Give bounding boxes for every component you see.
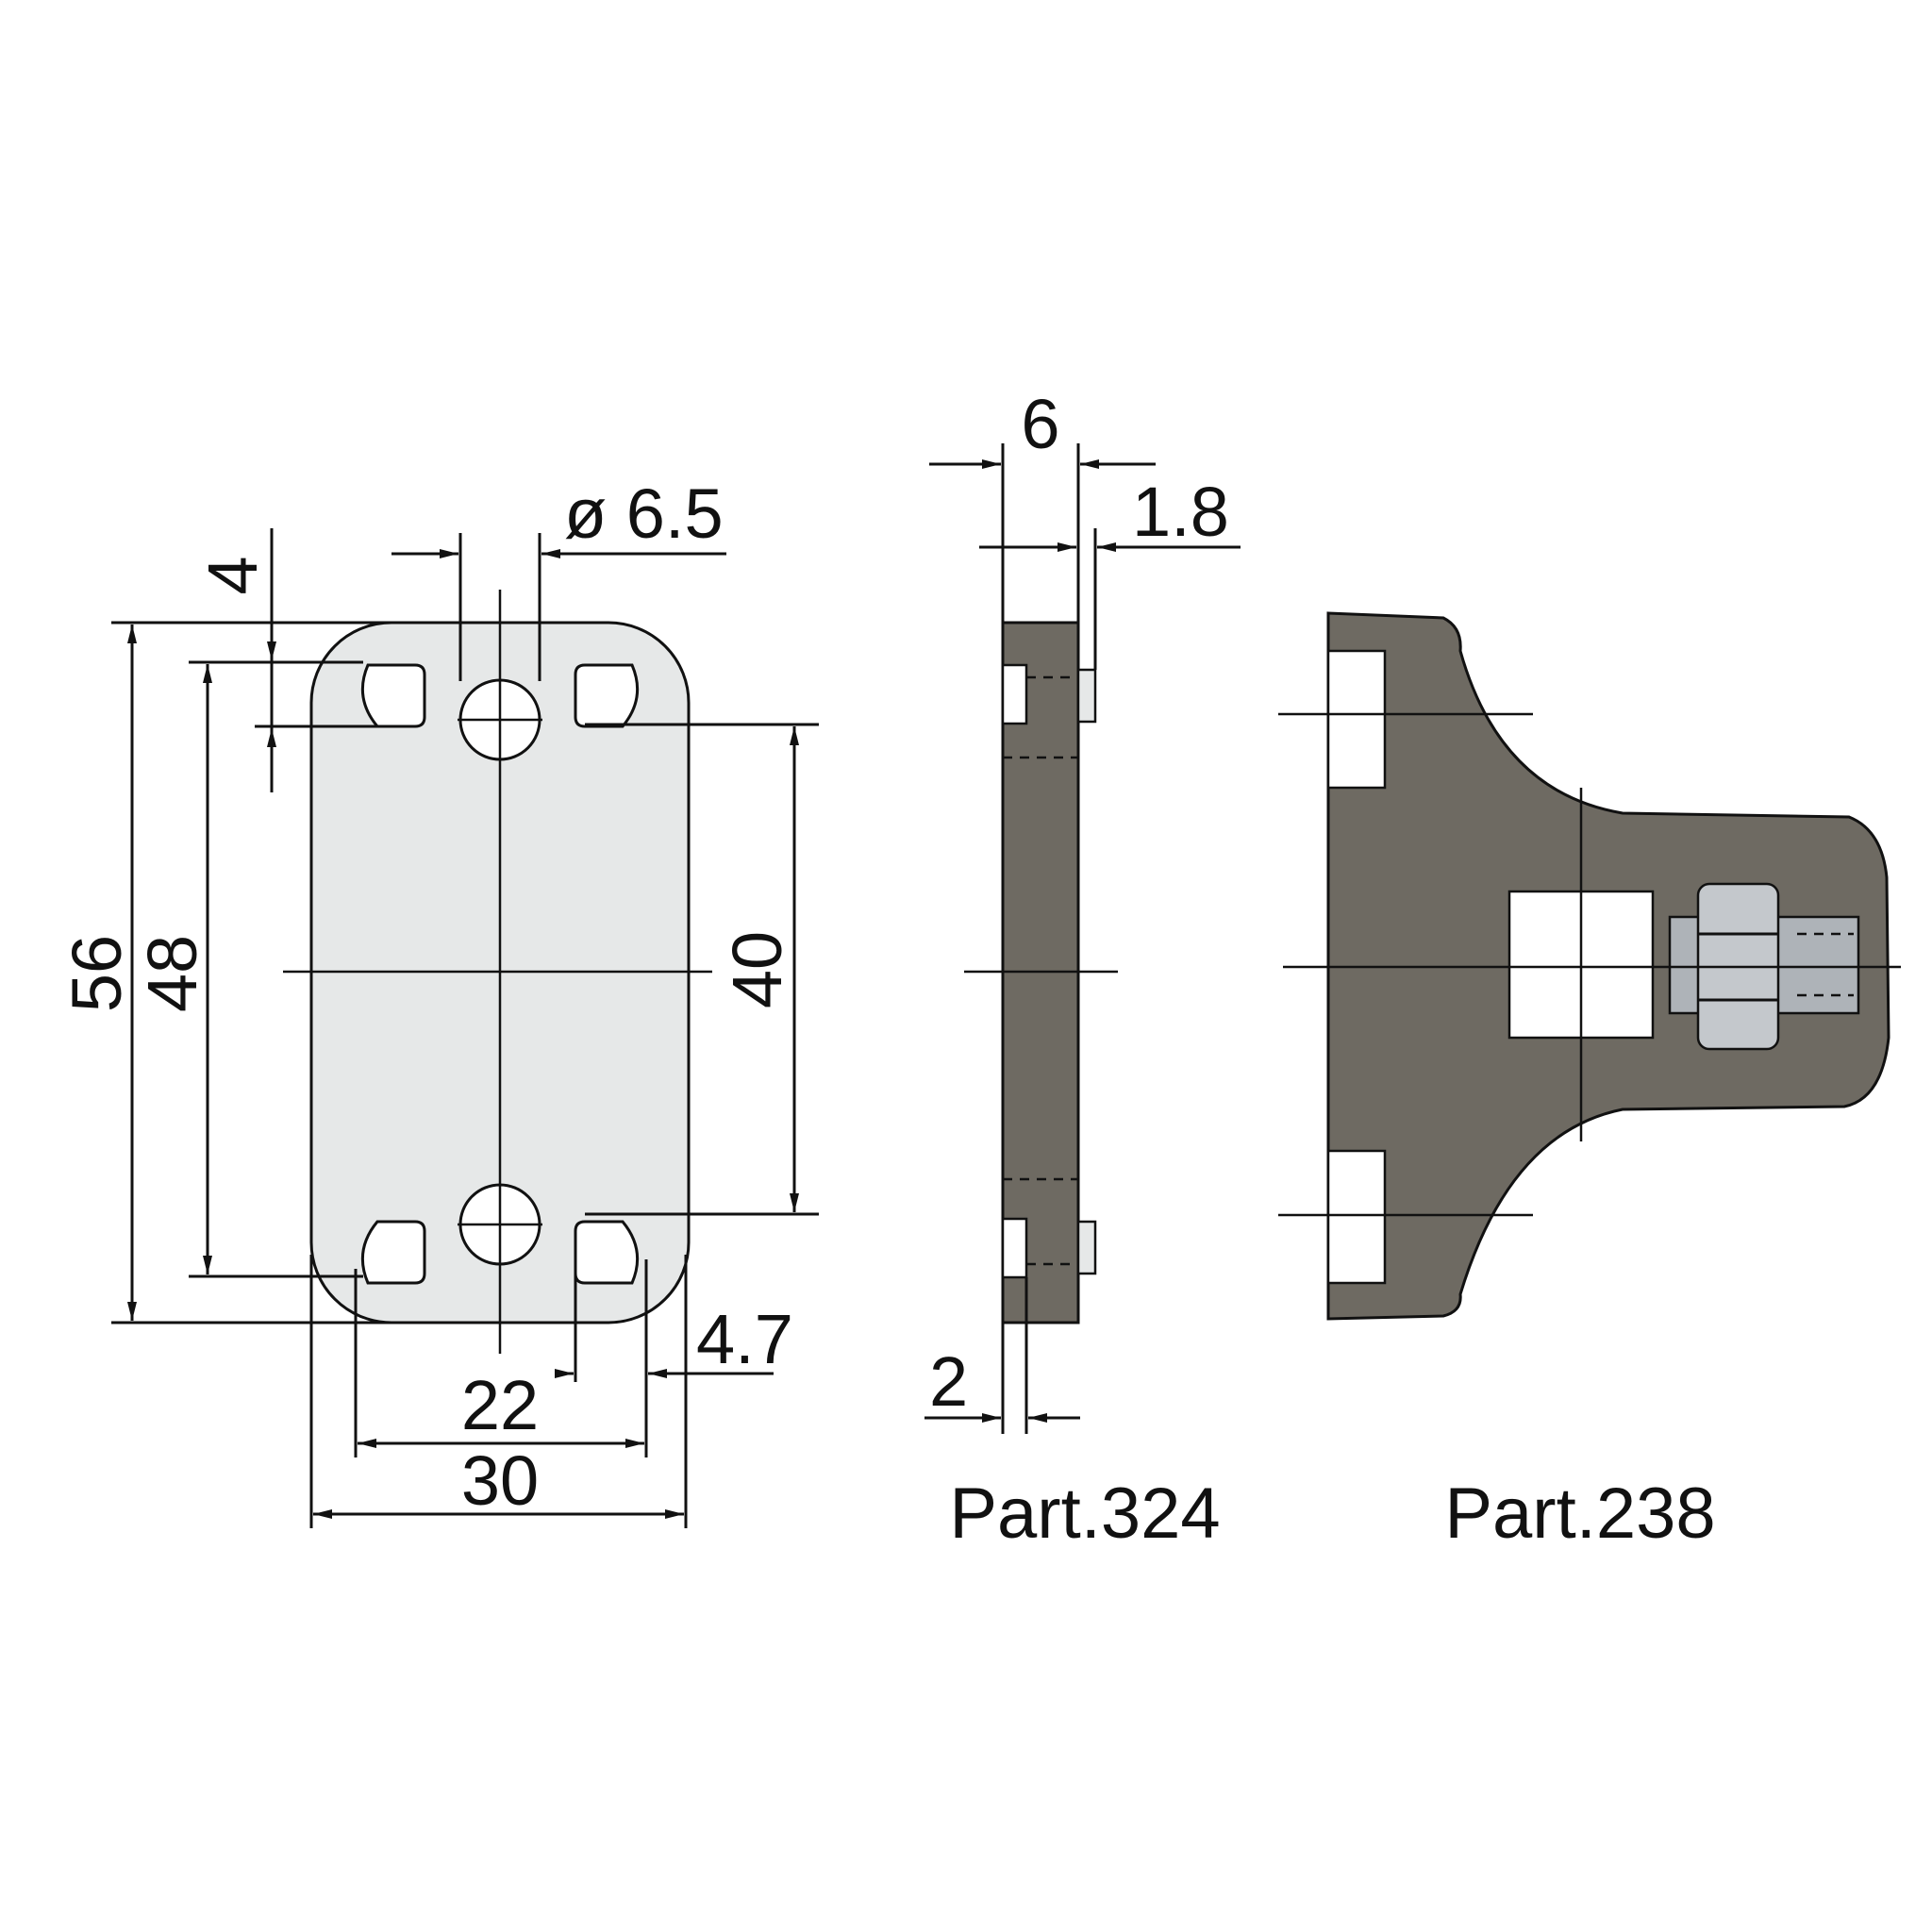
part-238-recess-bottom — [1326, 1149, 1387, 1285]
plate-dimensions: 56 48 40 4 ø 6.5 4.7 22 — [58, 475, 819, 1528]
slot-top-left — [360, 663, 426, 728]
dim-width-slots: 22 — [461, 1366, 539, 1444]
part-238-recess-top — [1326, 649, 1387, 790]
part-238-section-view: Part.238 — [1278, 611, 1901, 1554]
dim-height-slots: 48 — [133, 935, 211, 1012]
dim-thickness: 6 — [1021, 385, 1059, 463]
slot-top-right — [574, 663, 640, 728]
part-324-side-view: 6 1.8 2 Part.324 — [924, 385, 1241, 1554]
dim-boss-height: 1.8 — [1132, 473, 1229, 551]
dim-wall: 2 — [929, 1342, 968, 1421]
dim-height-holes: 40 — [718, 931, 796, 1008]
dim-width-overall: 30 — [461, 1441, 539, 1520]
dim-slot-offset: 4 — [193, 556, 272, 594]
part-324-boss-top — [1076, 668, 1097, 724]
part-324-boss-bottom — [1076, 1220, 1097, 1275]
slot-bottom-left — [360, 1220, 426, 1285]
dim-slot-width: 4.7 — [696, 1300, 793, 1378]
part-324-label: Part.324 — [949, 1474, 1220, 1554]
slot-bottom-right — [574, 1220, 640, 1285]
dim-hole-diameter: ø 6.5 — [564, 475, 724, 553]
part-324-pocket-bottom — [1001, 1217, 1028, 1279]
plate-front-view — [283, 590, 712, 1354]
part-238-label: Part.238 — [1444, 1474, 1715, 1554]
dim-height-overall: 56 — [58, 935, 136, 1012]
part-324-pocket-top — [1001, 663, 1028, 725]
